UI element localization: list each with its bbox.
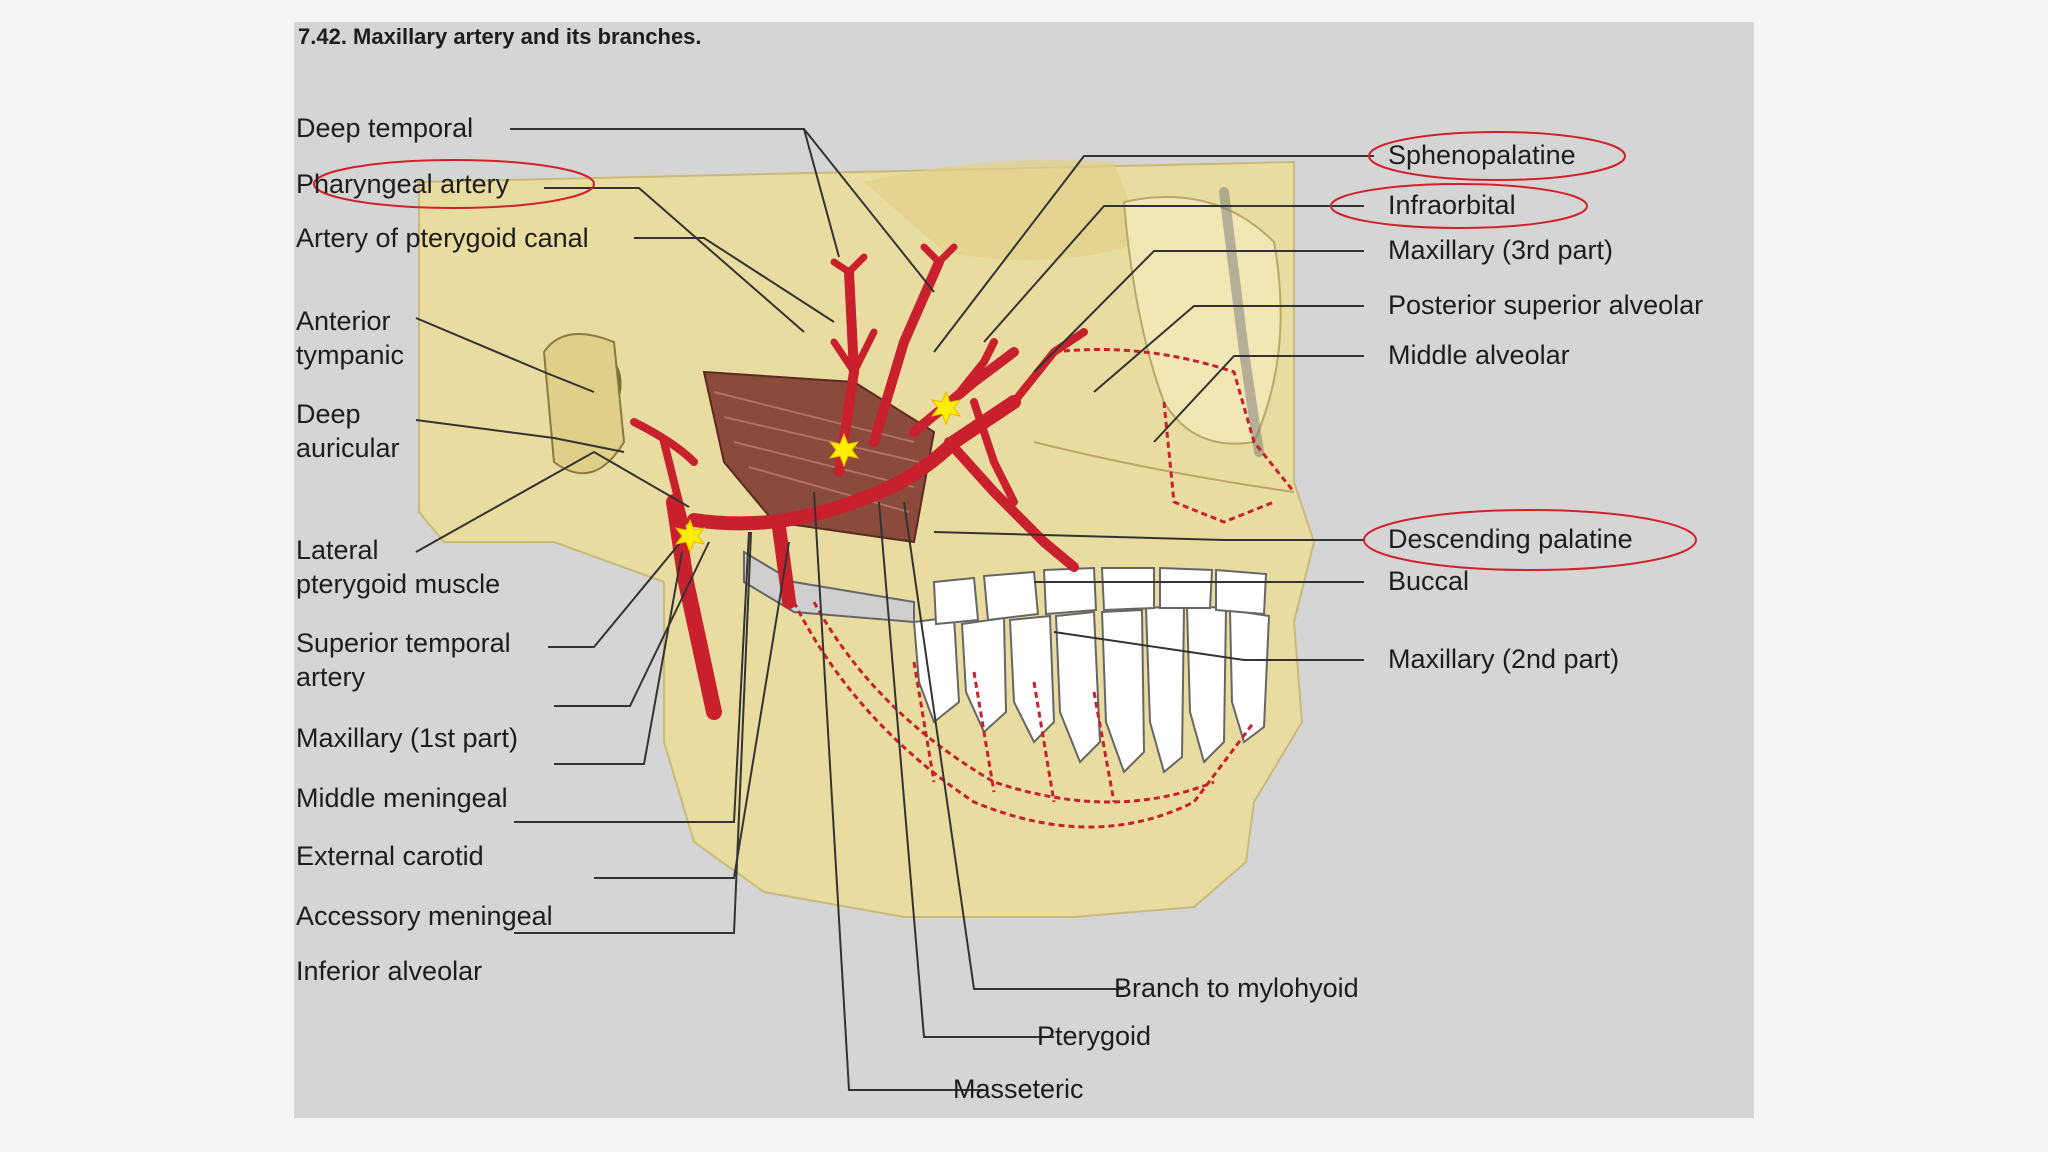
- label-deep-auricular: Deep auricular: [296, 399, 400, 463]
- label-infraorbital: Infraorbital: [1388, 190, 1516, 220]
- label-buccal: Buccal: [1388, 566, 1470, 596]
- skull-illustration: [313, 128, 1697, 1091]
- label-posterior-superior-alveolar: Posterior superior alveolar: [1388, 290, 1704, 320]
- leader-lines: [415, 128, 1374, 1091]
- starburst-marker: [674, 518, 706, 554]
- label-pterygoid: Pterygoid: [1037, 1021, 1152, 1051]
- label-middle-meningeal: Middle meningeal: [296, 783, 508, 813]
- figure-panel: 7.42. Maxillary artery and its branches.: [294, 22, 1754, 1118]
- label-sphenopalatine: Sphenopalatine: [1388, 140, 1576, 170]
- label-external-carotid: External carotid: [296, 841, 484, 871]
- teeth: [912, 566, 1271, 774]
- internal-arteries-dashed: [792, 348, 1296, 829]
- label-lateral-pterygoid-muscle: Lateral pterygoid muscle: [296, 535, 501, 599]
- label-accessory-meningeal: Accessory meningeal: [296, 901, 553, 931]
- label-deep-temporal: Deep temporal: [296, 113, 474, 143]
- label-maxillary-1st-part: Maxillary (1st part): [296, 723, 519, 753]
- label-pharyngeal-artery: Pharyngeal artery: [296, 169, 510, 199]
- highlight-ellipses: [313, 131, 1697, 571]
- starburst-markers: [674, 390, 962, 554]
- label-anterior-tympanic: Anterior tympanic: [296, 306, 405, 370]
- starburst-marker: [930, 390, 962, 426]
- highlight-infraorbital: [1330, 183, 1588, 229]
- highlight-pharyngeal-artery: [313, 159, 595, 209]
- label-masseteric: Masseteric: [953, 1074, 1084, 1104]
- highlight-sphenopalatine: [1368, 131, 1626, 181]
- label-middle-alveolar: Middle alveolar: [1388, 340, 1570, 370]
- label-inferior-alveolar: Inferior alveolar: [296, 956, 483, 986]
- label-maxillary-2nd-part: Maxillary (2nd part): [1388, 644, 1620, 674]
- starburst-marker: [828, 432, 860, 468]
- label-descending-palatine: Descending palatine: [1388, 524, 1633, 554]
- label-superior-temporal-artery: Superior temporal artery: [296, 628, 511, 692]
- label-branch-to-mylohyoid: Branch to mylohyoid: [1114, 973, 1359, 1003]
- highlight-descending-palatine: [1363, 509, 1697, 571]
- maxillary-trunk: [687, 395, 1021, 531]
- figure-title: 7.42. Maxillary artery and its branches.: [298, 24, 702, 49]
- label-artery-of-pterygoid-canal: Artery of pterygoid canal: [296, 223, 589, 253]
- label-maxillary-3rd-part: Maxillary (3rd part): [1388, 235, 1614, 265]
